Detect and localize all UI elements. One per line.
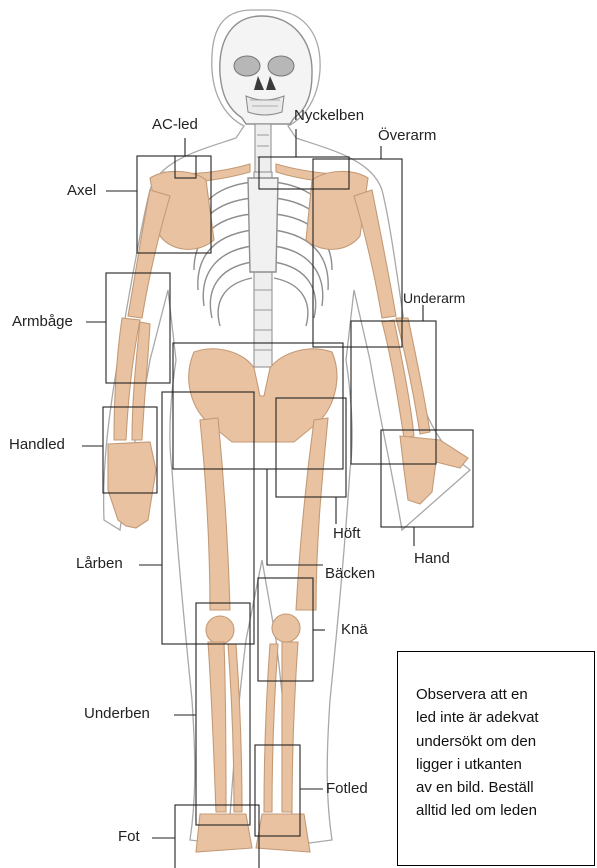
label-overarm: Överarm <box>378 128 436 144</box>
label-nyckelben: Nyckelben <box>294 108 364 124</box>
note-line: undersökt om den <box>416 733 536 750</box>
label-armbage: Armbåge <box>12 314 73 330</box>
label-hand: Hand <box>414 551 450 567</box>
note-line: led inte är adekvat <box>416 709 539 726</box>
label-backen: Bäcken <box>325 566 375 582</box>
label-axel: Axel <box>67 183 96 199</box>
note-box: Observera att en led inte är adekvat under… <box>397 651 595 866</box>
label-fotled: Fotled <box>326 781 368 797</box>
label-handled: Handled <box>9 437 65 453</box>
note-line: Observera att en <box>416 686 528 703</box>
note-line: ligger i utkanten <box>416 756 522 773</box>
note-line: alltid led om leden <box>416 802 537 819</box>
note-text: Observera att en led inte är adekvat under… <box>416 683 592 823</box>
label-ac-led: AC-led <box>152 117 198 133</box>
label-underarm: Underarm <box>403 290 465 306</box>
label-kna: Knä <box>341 622 368 638</box>
label-larben: Lårben <box>76 556 123 572</box>
label-underben: Underben <box>84 706 150 722</box>
label-fot: Fot <box>118 829 140 845</box>
label-hoft: Höft <box>333 526 361 542</box>
note-line: av en bild. Beställ <box>416 779 534 796</box>
